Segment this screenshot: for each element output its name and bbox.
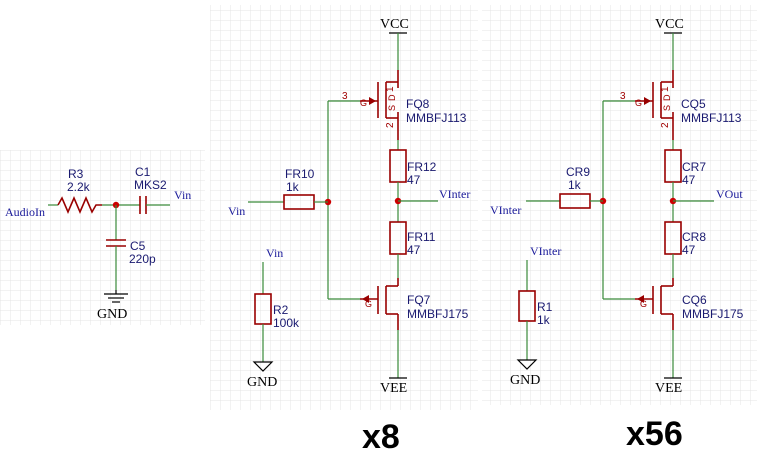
c1-value: MKS2 <box>134 178 167 192</box>
fq8-ref: FQ8 <box>406 97 430 111</box>
gnd-label: GND <box>247 375 277 390</box>
fq7-ref: FQ7 <box>407 293 431 307</box>
cq5-pin-s: S <box>662 105 672 111</box>
fq7-jfet[interactable] <box>360 278 399 330</box>
cr7-value: 47 <box>682 173 696 187</box>
sheet1-grid <box>0 150 205 325</box>
vcc-symbol <box>389 32 407 70</box>
sheet2-grid <box>210 5 478 410</box>
fq7-value: MMBFJ175 <box>407 307 469 321</box>
gnd-symbol <box>104 290 128 303</box>
fq8-value: MMBFJ113 <box>406 111 467 125</box>
r1-value: 1k <box>537 313 551 327</box>
fq8-pin-s: S <box>387 105 397 111</box>
cr9-value: 1k <box>568 178 582 192</box>
net-vout: VOut <box>716 187 743 201</box>
net-audioin: AudioIn <box>5 205 45 219</box>
vcc-label: VCC <box>380 17 409 32</box>
cq6-pin-g: G <box>640 299 647 309</box>
cr8-value: 47 <box>682 243 696 257</box>
vcc-symbol <box>664 32 682 70</box>
fq8-pin-g: G <box>360 98 367 108</box>
gnd-label: GND <box>510 373 540 388</box>
cq6-value: MMBFJ175 <box>682 307 744 321</box>
vee-label: VEE <box>655 381 682 396</box>
r1-ref: R1 <box>537 300 553 314</box>
fr10-value: 1k <box>286 180 300 194</box>
cq5-pin-d: D <box>662 94 672 101</box>
cr7-ref: CR7 <box>682 160 706 174</box>
vee-label: VEE <box>380 381 407 396</box>
cq5-value: MMBFJ113 <box>681 111 742 125</box>
c5-value: 220p <box>129 252 156 266</box>
fq8-pin-d: D <box>387 94 397 101</box>
fq8-jfet[interactable] <box>360 70 399 140</box>
cq5-pin-gate-num: 3 <box>620 91 626 102</box>
sheet2-buffer-stage: VCC 3 G 1 S D 2 FQ8 MMBFJ113 FR12 47 VIn… <box>228 17 470 456</box>
cq5-pin-2: 2 <box>660 122 671 128</box>
r3-ref: R3 <box>68 167 84 181</box>
cq6-ref: CQ6 <box>682 293 707 307</box>
r3-resistor[interactable] <box>57 195 102 215</box>
r3-value: 2.2k <box>67 180 91 194</box>
fq8-pin-gate-num: 3 <box>342 91 348 102</box>
sheet1-input-filter: AudioIn R3 2.2k C1 MKS2 Vin C5 220p GND <box>5 165 191 322</box>
net-vin-r2: Vin <box>266 246 283 260</box>
fr10-ref: FR10 <box>285 167 315 181</box>
sheet3-buffer-stage: VCC 3 G 1 S D 2 CQ5 MMBFJ113 CR7 47 VOut… <box>490 17 744 453</box>
fr12-value: 47 <box>407 173 421 187</box>
cr9-ref: CR9 <box>566 165 590 179</box>
fq8-pin-2: 2 <box>385 122 396 128</box>
sheet3-grid <box>482 5 757 405</box>
cq6-jfet[interactable] <box>635 278 674 330</box>
net-vin-input: Vin <box>228 204 245 218</box>
cq5-jfet[interactable] <box>635 70 674 140</box>
net-vinter: VInter <box>439 187 470 201</box>
c1-ref: C1 <box>135 165 151 179</box>
fr11-value: 47 <box>407 243 421 257</box>
gnd-label: GND <box>97 307 127 322</box>
vcc-label: VCC <box>655 17 684 32</box>
gnd-symbol <box>252 361 274 372</box>
stage-multiplier-x8: x8 <box>362 418 400 456</box>
r2-ref: R2 <box>273 303 289 317</box>
fr12-ref: FR12 <box>407 160 437 174</box>
cq5-pin-g: G <box>635 98 642 108</box>
c5-ref: C5 <box>130 239 146 253</box>
cq5-pin-1: 1 <box>660 86 671 92</box>
stage-multiplier-x56: x56 <box>626 415 683 453</box>
net-vinter-r1: VInter <box>530 244 561 258</box>
fq8-pin-1: 1 <box>385 86 396 92</box>
fr11-ref: FR11 <box>407 230 436 244</box>
net-vinter-input: VInter <box>490 203 521 217</box>
cq5-ref: CQ5 <box>681 97 706 111</box>
r2-value: 100k <box>273 316 300 330</box>
net-vin: Vin <box>174 188 191 202</box>
cr8-ref: CR8 <box>682 230 706 244</box>
fq7-pin-g: G <box>365 299 372 309</box>
gnd-symbol <box>516 359 538 370</box>
